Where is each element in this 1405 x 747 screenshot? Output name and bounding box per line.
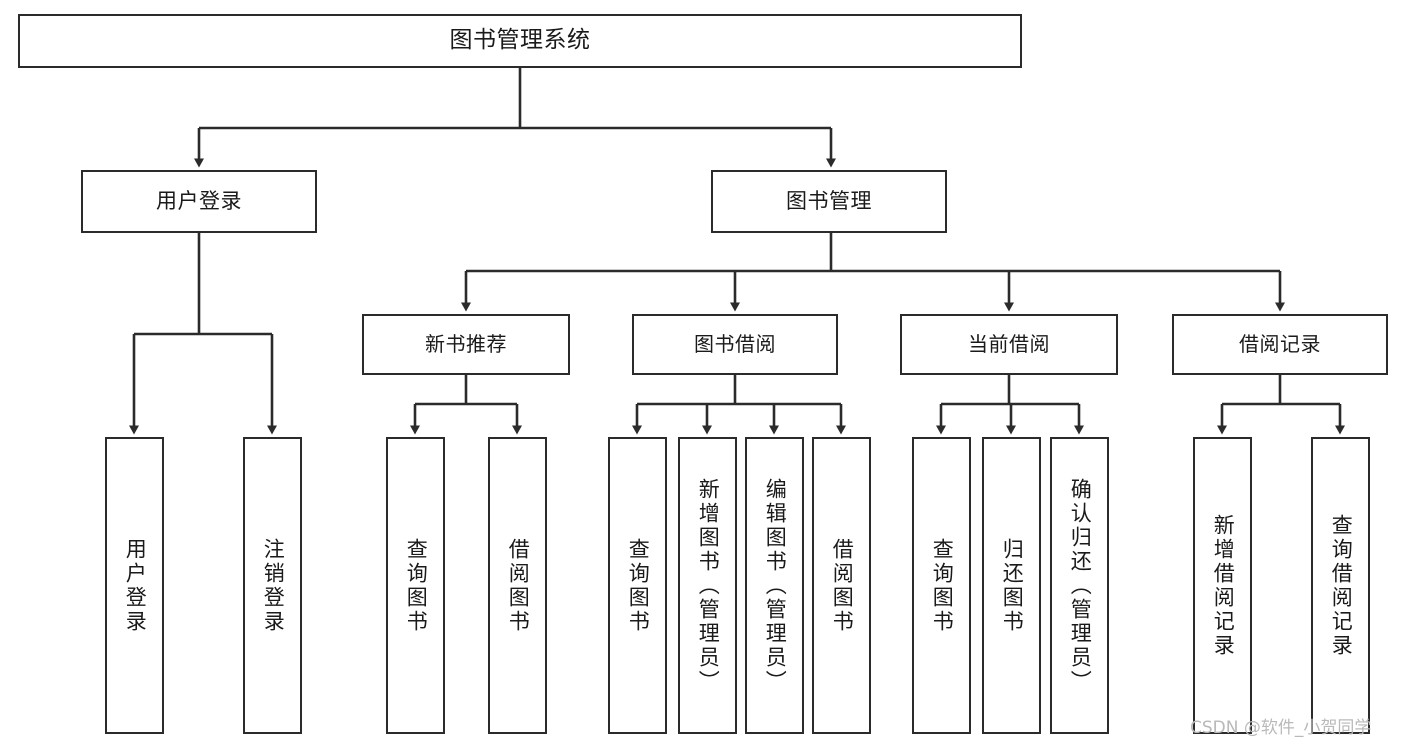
node-book-management[interactable]: 图书管理 bbox=[711, 170, 947, 233]
leaf-node-user-login[interactable]: 用户登录 bbox=[105, 437, 164, 734]
leaf-node-add-book-admin[interactable]: 新增图书（管理员） bbox=[678, 437, 737, 734]
node-label: 编辑图书（管理员） bbox=[763, 477, 788, 694]
leaf-node-add-borrow-record[interactable]: 新增借阅记录 bbox=[1193, 437, 1252, 734]
node-label: 图书管理系统 bbox=[449, 27, 591, 54]
leaf-node-query-book-borrow[interactable]: 查询图书 bbox=[608, 437, 667, 734]
node-label: 用户登录 bbox=[156, 189, 242, 214]
leaf-node-query-book-current[interactable]: 查询图书 bbox=[912, 437, 971, 734]
node-label: 归还图书 bbox=[1000, 537, 1025, 634]
leaf-node-query-book-recommend[interactable]: 查询图书 bbox=[386, 437, 445, 734]
node-label: 查询借阅记录 bbox=[1329, 513, 1354, 658]
node-new-book-recommend[interactable]: 新书推荐 bbox=[362, 314, 570, 375]
csdn-watermark: CSDN @软件_小贺同学 bbox=[1190, 718, 1372, 738]
leaf-node-edit-book-admin[interactable]: 编辑图书（管理员） bbox=[745, 437, 804, 734]
node-label: 借阅图书 bbox=[830, 537, 855, 634]
leaf-node-logout-login[interactable]: 注销登录 bbox=[243, 437, 302, 734]
node-label: 查询图书 bbox=[404, 537, 429, 634]
node-label: 注销登录 bbox=[261, 537, 286, 634]
node-current-borrow[interactable]: 当前借阅 bbox=[900, 314, 1118, 375]
node-label: 借阅图书 bbox=[506, 537, 531, 634]
node-label: 新书推荐 bbox=[425, 331, 507, 356]
node-label: 查询图书 bbox=[930, 537, 955, 634]
node-label: 确认归还（管理员） bbox=[1068, 477, 1093, 694]
leaf-node-query-borrow-record[interactable]: 查询借阅记录 bbox=[1311, 437, 1370, 734]
node-label: 查询图书 bbox=[626, 537, 651, 634]
node-label: 图书管理 bbox=[786, 189, 872, 214]
node-label: 图书借阅 bbox=[694, 331, 776, 356]
node-book-borrow[interactable]: 图书借阅 bbox=[632, 314, 838, 375]
node-label: 新增借阅记录 bbox=[1211, 513, 1236, 658]
leaf-node-confirm-return-admin[interactable]: 确认归还（管理员） bbox=[1050, 437, 1109, 734]
node-label: 新增图书（管理员） bbox=[696, 477, 721, 694]
node-label: 借阅记录 bbox=[1239, 331, 1321, 356]
node-label: 当前借阅 bbox=[968, 331, 1050, 356]
leaf-node-borrow-book[interactable]: 借阅图书 bbox=[812, 437, 871, 734]
leaf-node-borrow-book-recommend[interactable]: 借阅图书 bbox=[488, 437, 547, 734]
node-user-login[interactable]: 用户登录 bbox=[81, 170, 317, 233]
node-label: 用户登录 bbox=[123, 537, 148, 634]
node-root-book-management-system[interactable]: 图书管理系统 bbox=[18, 14, 1022, 68]
leaf-node-return-book[interactable]: 归还图书 bbox=[982, 437, 1041, 734]
node-borrow-record[interactable]: 借阅记录 bbox=[1172, 314, 1388, 375]
